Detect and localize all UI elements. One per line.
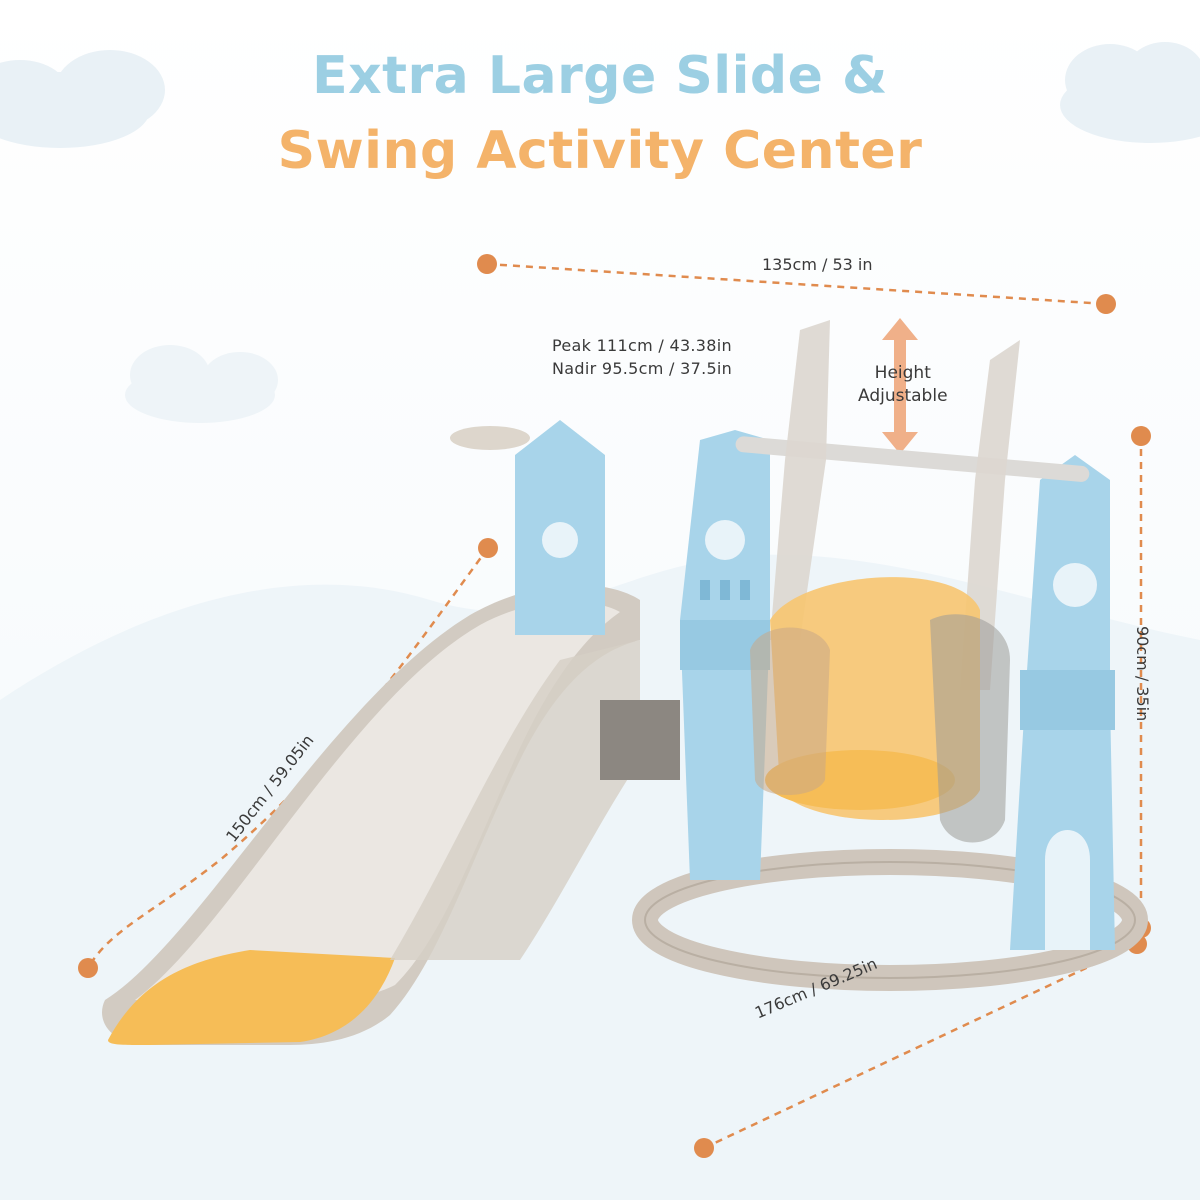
width-dimension-label: 135cm / 53 in (762, 255, 873, 274)
slide-end-pad (108, 950, 395, 1045)
swing-height-info: Peak 111cm / 43.38in Nadir 95.5cm / 37.5… (552, 334, 732, 380)
title-line-1: Extra Large Slide & (312, 46, 888, 106)
depth-dimension-line (694, 934, 1147, 1158)
left-tower (680, 430, 770, 880)
height-adjustable-line-2: Adjustable (858, 386, 948, 406)
slide-tower (450, 420, 680, 780)
cloud-icon (0, 50, 165, 148)
cloud-icon (125, 345, 278, 423)
title-line-2: Swing Activity Center (277, 121, 923, 181)
slide-length-dimension-line (78, 538, 498, 978)
height-dimension-label: 90cm / 35in (1133, 626, 1152, 722)
double-arrow-icon (882, 318, 918, 454)
cloud-icon (1060, 42, 1200, 143)
right-tower (1010, 455, 1115, 950)
height-adjustable-line-1: Height (874, 363, 931, 383)
slide (102, 584, 640, 1045)
swing-peak-height: Peak 111cm / 43.38in (552, 336, 732, 355)
swing-seat (750, 577, 1010, 843)
height-adjustable-label: Height Adjustable (858, 362, 948, 408)
swing-nadir-height: Nadir 95.5cm / 37.5in (552, 359, 733, 378)
